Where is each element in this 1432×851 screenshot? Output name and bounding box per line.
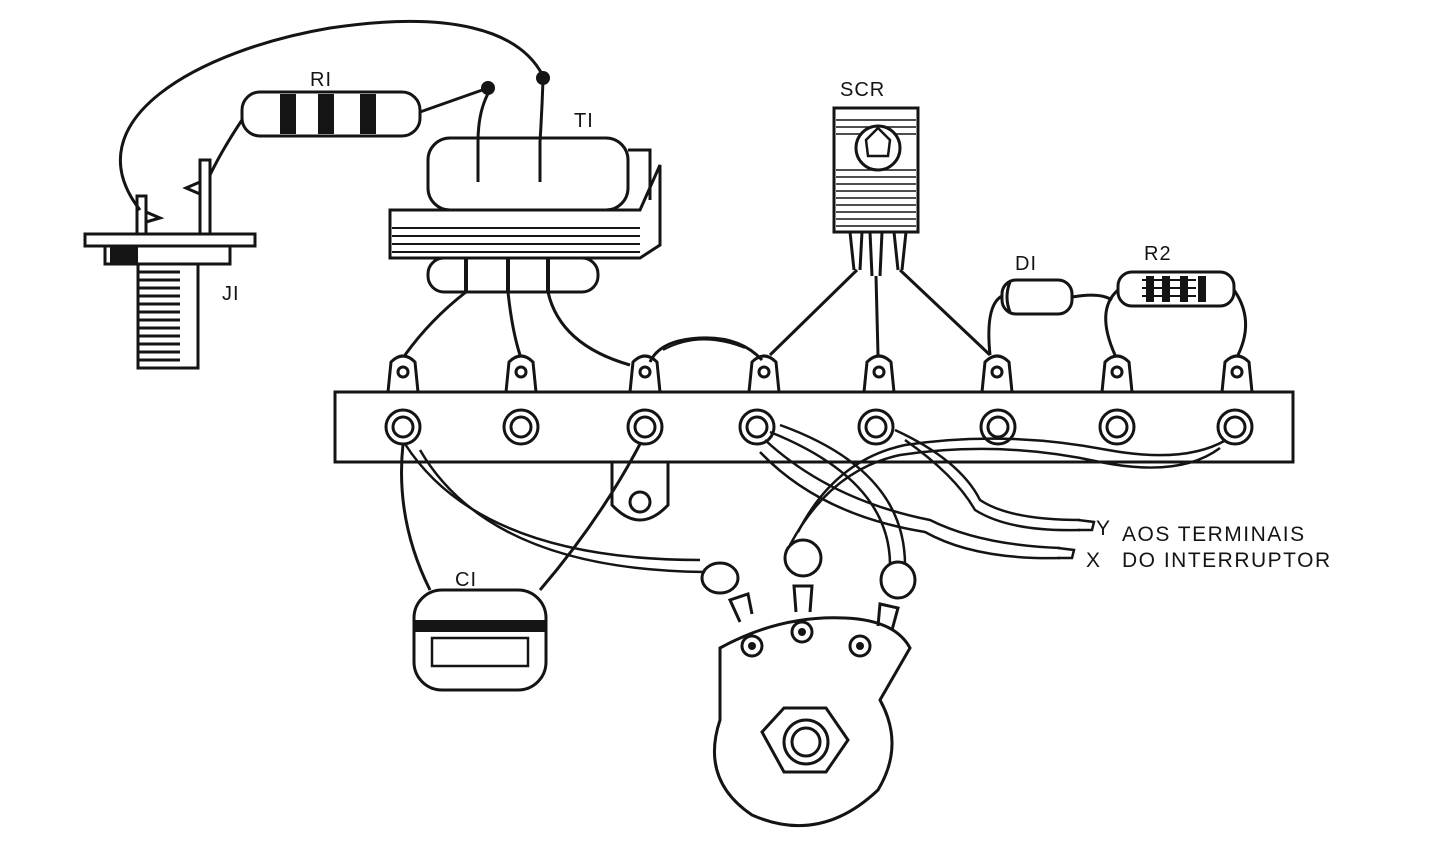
note-do-interruptor: DO INTERRUPTOR	[1122, 549, 1332, 572]
scr-leads	[768, 268, 992, 357]
strip-eyelets	[384, 408, 1254, 446]
capacitor-c1: CI	[412, 569, 548, 692]
strip-lugs	[386, 354, 1254, 393]
scr: SCR	[832, 79, 920, 277]
transformer-t1: TI	[388, 79, 662, 294]
label-r2: R2	[1144, 243, 1172, 265]
jumper-wire	[648, 336, 764, 363]
label-c1: CI	[455, 569, 477, 591]
resistor-r1: RI	[208, 69, 489, 176]
label-t1: TI	[574, 110, 594, 132]
label-scr: SCR	[840, 79, 885, 101]
jack-thread	[138, 270, 180, 362]
capacitor-leads	[400, 443, 642, 591]
label-d1: DI	[1015, 253, 1037, 275]
wire-j1-t1	[118, 19, 545, 211]
transformer-wires	[403, 290, 631, 367]
label-j1: JI	[222, 283, 240, 305]
marker-y: Y	[1096, 517, 1112, 540]
switch-leads	[759, 428, 1096, 560]
terminal-strip	[333, 354, 1295, 522]
potentiometer	[700, 538, 917, 828]
label-r1: RI	[310, 69, 332, 91]
resistor-r2: R2	[1104, 243, 1248, 356]
potentiometer-wires	[403, 423, 1227, 574]
marker-x: X	[1086, 549, 1102, 572]
jack-j1: JI	[83, 158, 257, 370]
mounting-tab	[610, 462, 670, 522]
diode-d1: DI	[987, 253, 1113, 356]
note-aos-terminais: AOS TERMINAIS	[1122, 523, 1306, 546]
